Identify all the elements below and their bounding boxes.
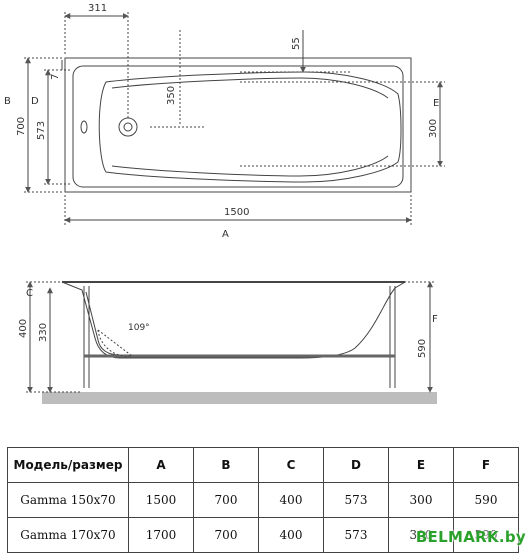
dim-d-letter: D <box>31 96 39 107</box>
cell-model: Gamma 170x70 <box>7 517 129 553</box>
floor <box>42 392 437 404</box>
cell-c: 400 <box>258 517 324 553</box>
dim-55-label: 55 <box>291 37 302 50</box>
header-a: A <box>128 447 194 483</box>
header-f: F <box>453 447 519 483</box>
dim-b-letter: B <box>4 96 11 107</box>
dim-e-letter: E <box>433 98 439 109</box>
specs-header-row: Модель/размер A B C D E F <box>7 447 519 483</box>
dim-311-label: 311 <box>88 3 107 14</box>
belmark-watermark: BELMARK.by <box>415 528 526 546</box>
header-model: Модель/размер <box>7 447 129 483</box>
cell-d: 573 <box>323 482 389 518</box>
cell-model: Gamma 150x70 <box>7 482 129 518</box>
dim-f-label: 590 <box>417 339 428 358</box>
top-view <box>24 12 445 226</box>
header-d: D <box>323 447 389 483</box>
dim-350-label: 350 <box>166 86 177 105</box>
specs-table: Модель/размер A B C D E F Gamma 150x70 1… <box>7 447 519 553</box>
table-row: Gamma 150x70 1500 700 400 573 300 590 <box>7 482 519 518</box>
dim-e-label: 300 <box>428 119 439 138</box>
drain-hole-inner <box>123 122 133 132</box>
cell-b: 700 <box>193 482 259 518</box>
side-view <box>26 281 437 404</box>
cell-a: 1700 <box>128 517 194 553</box>
dim-f-letter: F <box>432 314 438 325</box>
cell-f: 590 <box>453 482 519 518</box>
dim-c-letter: C <box>26 288 33 299</box>
cell-c: 400 <box>258 482 324 518</box>
bathtub-drawing: 311 350 55 300 E 700 B 573 D 7 1500 A C … <box>4 3 445 404</box>
dim-330-label: 330 <box>38 323 49 342</box>
tub-bowl-outline <box>98 71 402 183</box>
header-e: E <box>388 447 454 483</box>
cell-a: 1500 <box>128 482 194 518</box>
table-row: Gamma 170x70 1700 700 400 573 300 590 <box>7 517 519 553</box>
tub-bowl-inner <box>111 77 389 99</box>
cell-e: 300 <box>388 482 454 518</box>
tub-outer-rim <box>64 57 412 193</box>
drain-hole <box>118 117 138 137</box>
tub-inner-rim <box>72 65 404 188</box>
dim-a-letter: A <box>222 229 229 240</box>
tub-side-profile <box>61 281 407 359</box>
dim-c-label: 400 <box>18 319 29 338</box>
angle-arc <box>97 329 133 357</box>
dim-b-label: 700 <box>16 117 27 136</box>
header-b: B <box>193 447 259 483</box>
dim-7-label: 7 <box>50 74 61 80</box>
cell-d: 573 <box>323 517 389 553</box>
angle-label: 109° <box>128 323 150 333</box>
dim-a-label: 1500 <box>224 207 249 218</box>
header-c: C <box>258 447 324 483</box>
dim-d-label: 573 <box>36 121 47 140</box>
overflow-hole <box>80 120 88 134</box>
cell-e: 300 <box>388 517 454 553</box>
cell-b: 700 <box>193 517 259 553</box>
